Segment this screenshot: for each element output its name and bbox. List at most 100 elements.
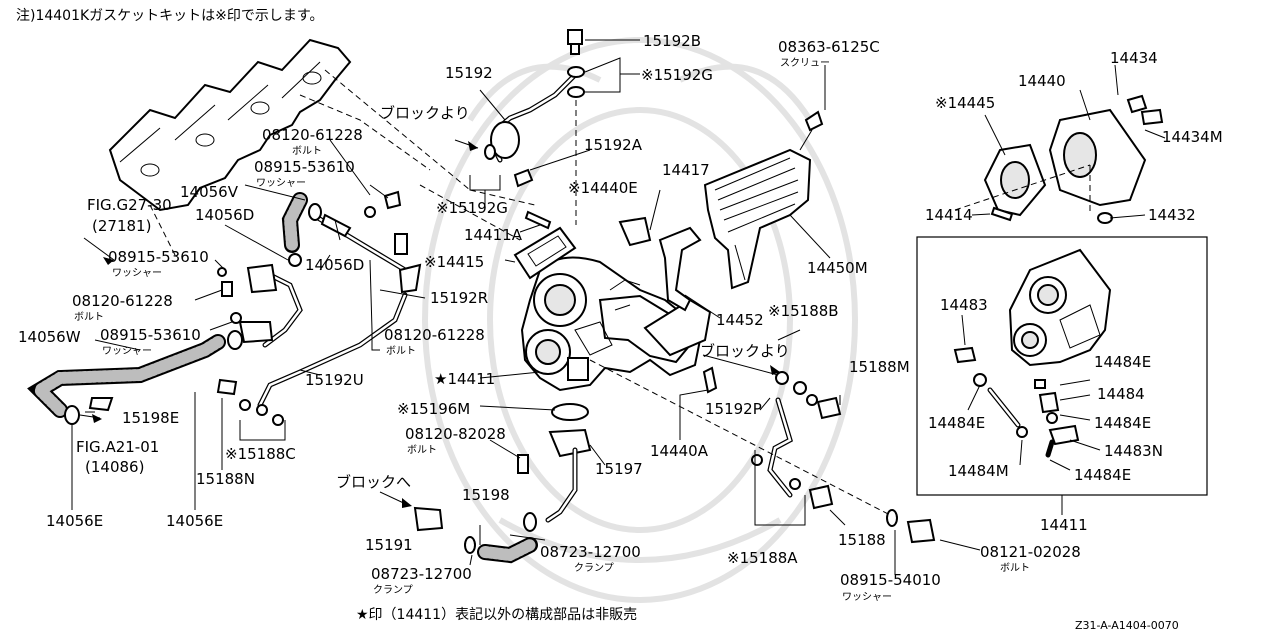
label-14440e: ※14440E	[568, 179, 638, 197]
water-pipe-15192p	[751, 371, 936, 544]
label-08723-a: 08723-12700	[540, 543, 641, 561]
label-fig-g27-sub: (27181)	[92, 217, 151, 235]
pipe-14056d	[217, 190, 402, 348]
label-14483: 14483	[940, 296, 988, 314]
label-fig-a21: FIG.A21-01	[76, 438, 159, 456]
label-08121: 08121-02028	[980, 543, 1081, 561]
label-15188c: ※15188C	[225, 445, 296, 463]
screw-08363	[804, 110, 824, 132]
label-14484e-2: 14484E	[1094, 414, 1151, 432]
label-14445: ※14445	[935, 94, 995, 112]
label-14417: 14417	[662, 161, 710, 179]
label-14056e-a: 14056E	[46, 512, 103, 530]
label-15192b: 15192B	[643, 32, 701, 50]
label-08363-sub: スクリュー	[780, 57, 830, 69]
label-08915-53610-b-sub: ワッシャー	[112, 268, 162, 279]
label-14414: 14414	[925, 206, 973, 224]
label-08121-sub: ボルト	[1000, 562, 1030, 574]
flange-gasket	[513, 226, 577, 280]
label-14484m: 14484M	[948, 462, 1009, 480]
label-15188a: ※15188A	[727, 549, 798, 567]
label-08120-82028: 08120-82028	[405, 425, 506, 443]
stud-14440a	[702, 366, 718, 394]
label-14056d-b: 14056D	[305, 256, 364, 274]
bracket-14417	[618, 216, 652, 247]
label-08723-a-sub: クランプ	[574, 562, 614, 574]
label-14434m: 14434M	[1162, 128, 1223, 146]
oil-drain-assembly	[517, 403, 592, 532]
label-08120-61228-c-sub: ボルト	[386, 345, 416, 357]
wastegate-parts	[983, 94, 1164, 224]
label-15191: 15191	[365, 536, 413, 554]
turbo-subassembly	[953, 248, 1112, 458]
label-08363: 08363-6125C	[778, 38, 880, 56]
hose-14056w	[27, 330, 243, 425]
label-08120-82028-sub: ボルト	[407, 444, 437, 456]
label-14484e-left: 14484E	[928, 414, 985, 432]
label-08915-53610-b: 08915-53610	[108, 248, 209, 266]
label-15196m: ※15196M	[397, 400, 470, 418]
label-14056w: 14056W	[18, 328, 81, 346]
label-fig-a21-sub: (14086)	[85, 458, 144, 476]
label-14411-star: ★14411	[434, 370, 495, 388]
label-block-to: ブロックへ	[336, 473, 411, 491]
label-15188n: 15188N	[196, 470, 255, 488]
drawing-code: Z31-A-A1404-0070	[1075, 619, 1179, 632]
label-block-from-2: ブロックより	[700, 342, 790, 360]
label-15192g: ※15192G	[641, 66, 713, 84]
label-08915-53610-c: 08915-53610	[100, 326, 201, 344]
label-08723-b-sub: クランプ	[373, 584, 413, 596]
label-14056d-a: 14056D	[195, 206, 254, 224]
label-08120-61228-a-sub: ボルト	[292, 145, 322, 157]
label-15192g-2: ※15192G	[436, 199, 508, 217]
label-14452: 14452	[716, 311, 764, 329]
label-08915-53610-a: 08915-53610	[254, 158, 355, 176]
label-block-from-1: ブロックより	[380, 104, 470, 122]
bracket-14452	[658, 226, 702, 312]
hose-14056v	[281, 192, 322, 267]
label-15198: 15198	[462, 486, 510, 504]
label-08915-53610-c-sub: ワッシャー	[102, 346, 152, 357]
label-14484e-1: 14484E	[1094, 353, 1151, 371]
oil-feed-pipe	[484, 29, 585, 188]
label-14411a: 14411A	[464, 226, 523, 244]
label-15192u: 15192U	[305, 371, 364, 389]
label-15192a: 15192A	[584, 136, 643, 154]
label-14483n: 14483N	[1104, 442, 1163, 460]
label-08915-54010: 08915-54010	[840, 571, 941, 589]
label-08120-61228-c: 08120-61228	[384, 326, 485, 344]
label-14415: ※14415	[424, 253, 484, 271]
stud-14411a	[524, 210, 552, 230]
label-15192r: 15192R	[430, 289, 488, 307]
label-15192p: 15192P	[705, 400, 762, 418]
label-14056v: 14056V	[180, 183, 239, 201]
arrows	[92, 141, 780, 508]
label-15188b: ※15188B	[768, 302, 839, 320]
label-08120-61228-b-sub: ボルト	[74, 311, 104, 323]
label-14450m: 14450M	[807, 259, 868, 277]
heat-shield	[703, 148, 812, 290]
header-note: 注)14401Kガスケットキットは※印で示します。	[16, 8, 324, 24]
label-08120-61228-b: 08120-61228	[72, 292, 173, 310]
label-15192: 15192	[445, 64, 493, 82]
label-15188: 15188	[838, 531, 886, 549]
label-15197: 15197	[595, 460, 643, 478]
label-14484: 14484	[1097, 385, 1145, 403]
label-14432: 14432	[1148, 206, 1196, 224]
label-14411-box: 14411	[1040, 516, 1088, 534]
label-14056e-b: 14056E	[166, 512, 223, 530]
label-14484e-3: 14484E	[1074, 466, 1131, 484]
label-08915-54010-sub: ワッシャー	[842, 592, 892, 603]
label-15188m: 15188M	[849, 358, 910, 376]
label-14434: 14434	[1110, 49, 1158, 67]
label-14440: 14440	[1018, 72, 1066, 90]
label-15198e: 15198E	[122, 409, 179, 427]
footer-note: ★印（14411）表記以外の構成部品は非販売	[356, 606, 637, 623]
label-08723-b: 08723-12700	[371, 565, 472, 583]
label-fig-g27: FIG.G27-30	[87, 196, 172, 214]
label-08915-53610-a-sub: ワッシャー	[256, 178, 306, 189]
exhaust-manifold	[108, 38, 352, 212]
hose-15198	[413, 506, 538, 564]
